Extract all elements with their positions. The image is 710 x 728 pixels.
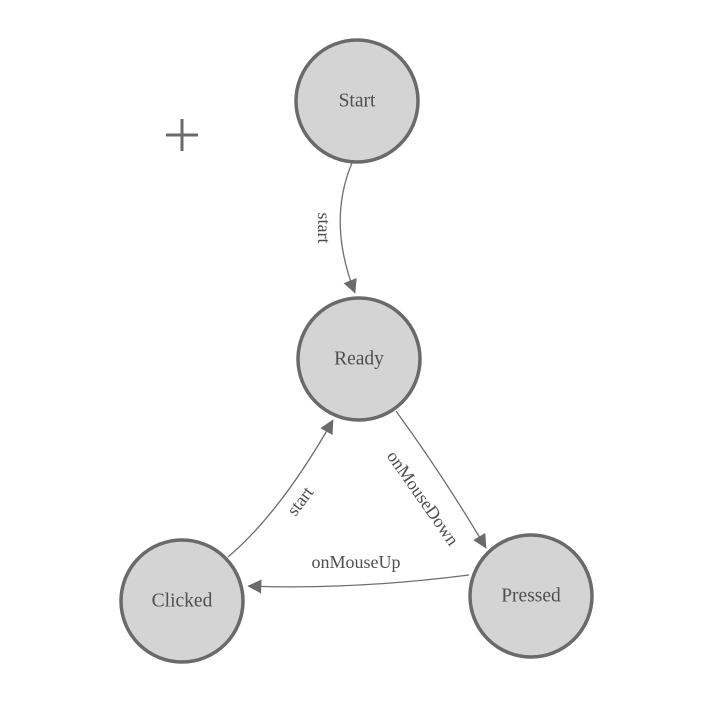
- transition-ready-to-pressed[interactable]: [395, 410, 487, 549]
- state-node-clicked[interactable]: Clicked: [119, 538, 245, 664]
- node-circle: [119, 538, 245, 664]
- node-circle: [296, 296, 422, 422]
- state-node-pressed[interactable]: Pressed: [468, 533, 594, 659]
- transitions-layer: [227, 162, 487, 594]
- transition-start-to-ready[interactable]: [339, 162, 357, 294]
- node-circle: [468, 533, 594, 659]
- plus-crosshair-icon: [166, 119, 198, 151]
- transition-label-start-top[interactable]: start: [314, 213, 334, 244]
- transition-clicked-to-ready[interactable]: [227, 419, 334, 558]
- transition-label-onmouseup[interactable]: onMouseUp: [312, 552, 401, 572]
- node-circle: [294, 38, 420, 164]
- transition-pressed-to-clicked[interactable]: [247, 574, 470, 594]
- transition-label-start-left[interactable]: start: [283, 483, 318, 520]
- state-node-start[interactable]: Start: [294, 38, 420, 164]
- transition-label-onmousedown[interactable]: onMouseDown: [383, 447, 463, 549]
- state-node-ready[interactable]: Ready: [296, 296, 422, 422]
